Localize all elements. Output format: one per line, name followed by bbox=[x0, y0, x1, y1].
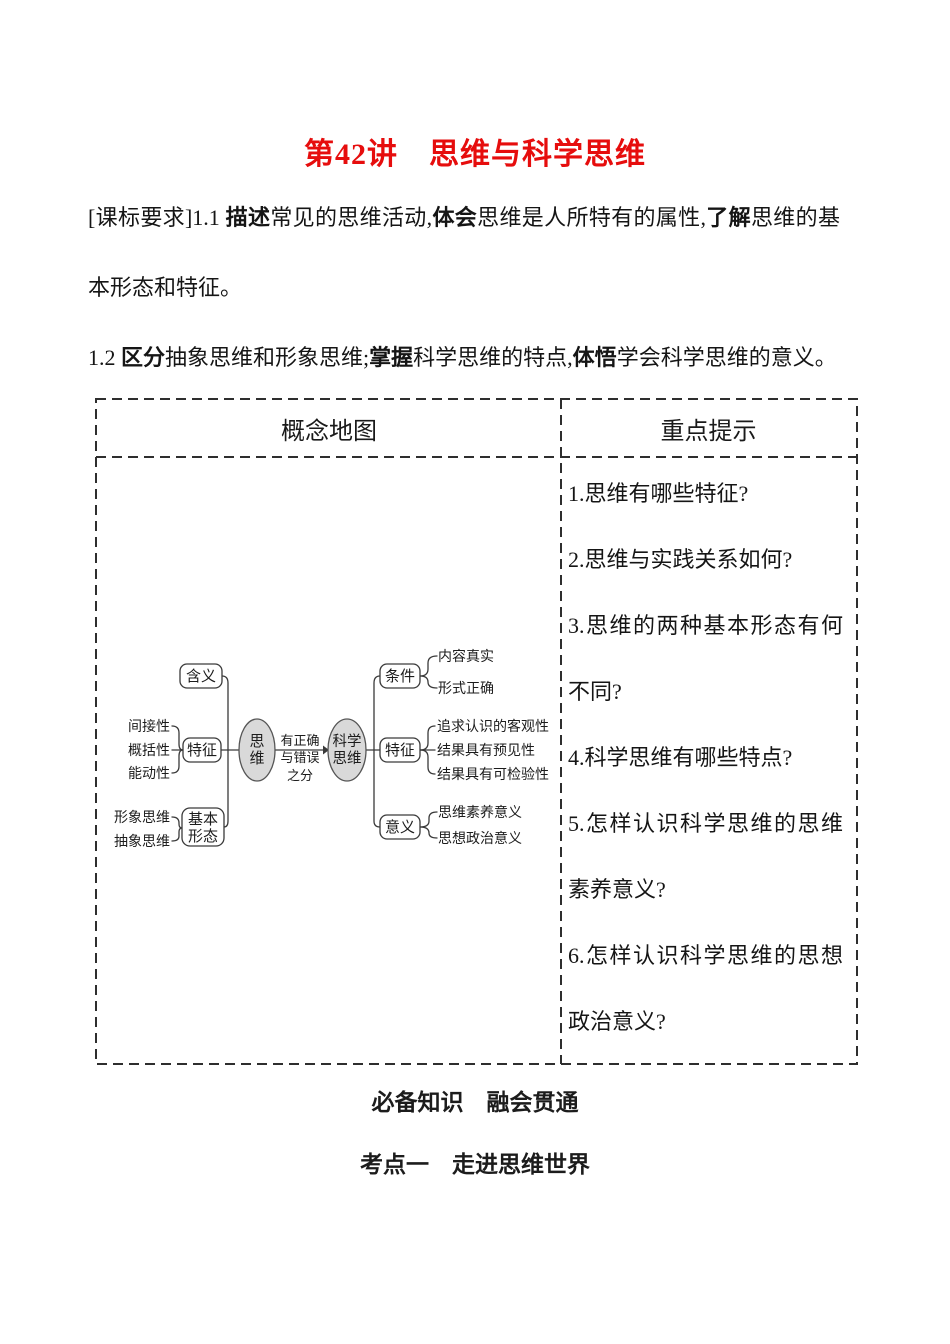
leaf-indirectness: 间接性 bbox=[128, 718, 170, 735]
key-points-cell: 1.思维有哪些特征? 2.思维与实践关系如何? 3.思维的两种基本形态有何不同?… bbox=[561, 457, 856, 1063]
section-heading-kaodian1: 考点一 走进思维世界 bbox=[360, 1152, 590, 1177]
label-sci-line1: 科学 bbox=[333, 733, 362, 750]
p2-seg3-bold: 掌握 bbox=[369, 345, 414, 370]
label-condition: 条件 bbox=[385, 668, 415, 685]
question-4: 4.科学思维有哪些特点? bbox=[568, 745, 793, 770]
leaf-objectivity: 追求认识的客观性 bbox=[437, 718, 549, 735]
leaf-political-significance: 思想政治意义 bbox=[438, 830, 522, 847]
label-sci-line2: 思维 bbox=[333, 750, 362, 767]
concept-map-diagram: 含义 特征 基本 形态 条件 特征 意义 思 维 科学 思维 有正确 bbox=[114, 648, 549, 850]
section-heading-knowledge: 必备知识 融会贯通 bbox=[371, 1090, 579, 1115]
p2-seg2: 抽象思维和形象思维; bbox=[165, 345, 370, 370]
leaf-predictability: 结果具有预见性 bbox=[437, 743, 535, 759]
question-6: 6.怎样认识科学思维的思想政治意义? bbox=[568, 943, 843, 1034]
header-key-points: 重点提示 bbox=[660, 419, 757, 445]
curriculum-requirements: [课标要求]1.1 描述常见的思维活动,体会思维是人所特有的属性,了解思维的基本… bbox=[88, 183, 840, 393]
p1-seg1-bold: 描述 bbox=[225, 205, 271, 230]
p1-seg4: 思维是人所特有的属性, bbox=[477, 205, 706, 230]
label-thinking-line2: 维 bbox=[249, 750, 264, 767]
leaf-generality: 概括性 bbox=[128, 743, 170, 759]
arrow-head bbox=[323, 745, 329, 755]
p1-seg5-bold: 了解 bbox=[705, 205, 751, 230]
p2-seg5-bold: 体悟 bbox=[572, 345, 617, 370]
arrow-label-line3: 之分 bbox=[287, 768, 313, 783]
label-meaning: 含义 bbox=[186, 668, 216, 685]
label-features-right: 特征 bbox=[385, 742, 415, 759]
arrow-label-line1: 有正确 bbox=[280, 733, 319, 748]
p2-seg4: 科学思维的特点, bbox=[413, 345, 573, 370]
question-1: 1.思维有哪些特征? bbox=[568, 481, 749, 506]
table-body-row: 含义 特征 基本 形态 条件 特征 意义 思 维 科学 思维 有正确 bbox=[97, 457, 856, 1063]
leaf-figurative-thinking: 形象思维 bbox=[114, 810, 170, 826]
node-box-meaning bbox=[179, 663, 223, 689]
requirement-paragraph-1: [课标要求]1.1 描述常见的思维活动,体会思维是人所特有的属性,了解思维的基本… bbox=[88, 183, 840, 323]
node-box-features-right bbox=[379, 737, 421, 763]
label-significance: 意义 bbox=[385, 818, 415, 836]
leaf-literacy-significance: 思维素养意义 bbox=[438, 804, 522, 821]
p2-seg1-bold: 区分 bbox=[121, 345, 166, 370]
label-features-left: 特征 bbox=[187, 742, 217, 759]
table-grid: 概念地图 重点提示 bbox=[97, 400, 856, 1063]
node-box-significance bbox=[379, 814, 421, 840]
leaf-abstract-thinking: 抽象思维 bbox=[114, 834, 170, 850]
question-2: 2.思维与实践关系如何? bbox=[568, 547, 793, 572]
leaf-verifiability: 结果具有可检验性 bbox=[437, 767, 549, 783]
p1-seg6: 思维的基本形态和特征。 bbox=[88, 205, 840, 300]
label-thinking-line1: 思 bbox=[249, 734, 264, 750]
leaf-content-true: 内容真实 bbox=[438, 648, 494, 665]
leaf-initiative: 能动性 bbox=[128, 766, 170, 782]
p1-seg3-bold: 体会 bbox=[432, 205, 478, 230]
table-header-row: 概念地图 重点提示 bbox=[97, 400, 856, 457]
label-basic-line1: 基本 bbox=[188, 811, 218, 828]
p1-seg0: [课标要求]1.1 bbox=[88, 205, 226, 230]
node-box-features-left bbox=[182, 737, 222, 763]
ellipse-scientific-thinking bbox=[327, 718, 367, 782]
leaf-form-correct: 形式正确 bbox=[438, 681, 494, 697]
concept-map-cell: 含义 特征 基本 形态 条件 特征 意义 思 维 科学 思维 有正确 bbox=[97, 457, 561, 1063]
question-3: 3.思维的两种基本形态有何不同? bbox=[568, 613, 843, 704]
arrow-label-line2: 与错误 bbox=[280, 750, 319, 765]
label-basic-line2: 形态 bbox=[188, 828, 218, 845]
question-5: 5.怎样认识科学思维的思维素养意义? bbox=[568, 811, 843, 902]
p1-seg2: 常见的思维活动, bbox=[270, 205, 433, 230]
node-box-basic-forms bbox=[181, 807, 225, 847]
ellipse-thinking bbox=[238, 718, 276, 782]
requirement-paragraph-2: 1.2 区分抽象思维和形象思维;掌握科学思维的特点,体悟学会科学思维的意义。 bbox=[88, 323, 840, 393]
page-title: 第42讲 思维与科学思维 bbox=[304, 138, 646, 171]
header-concept-map: 概念地图 bbox=[281, 419, 377, 445]
concept-table: 概念地图 重点提示 bbox=[95, 398, 858, 1065]
p2-seg6: 学会科学思维的意义。 bbox=[616, 345, 837, 370]
p2-seg0: 1.2 bbox=[88, 345, 121, 370]
node-box-condition bbox=[379, 663, 421, 689]
